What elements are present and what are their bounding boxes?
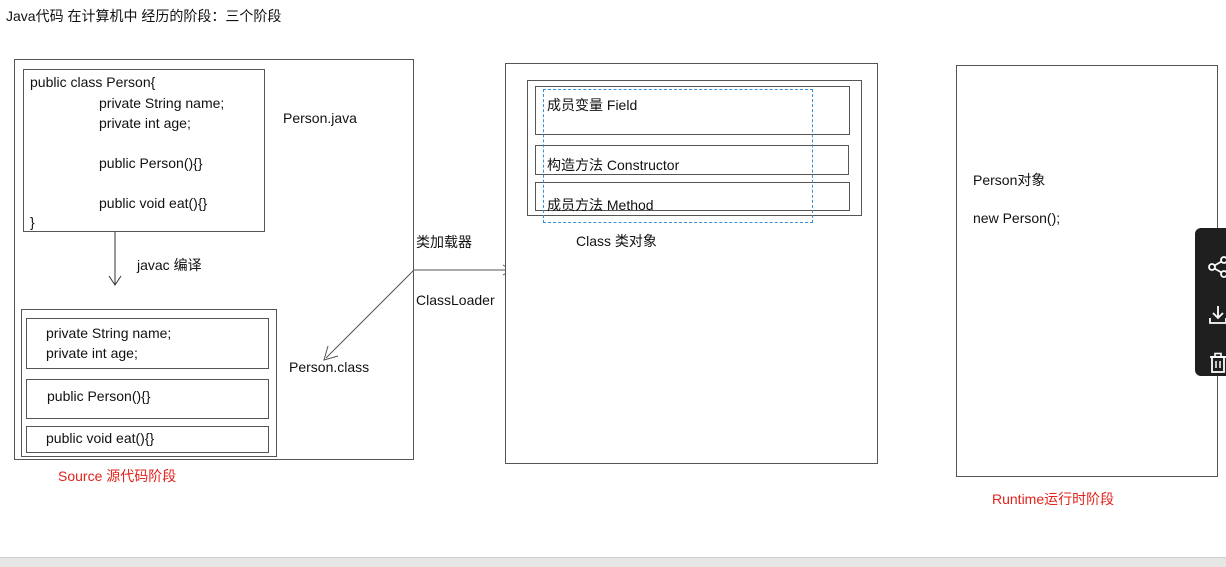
- download-icon: [1209, 306, 1226, 324]
- classloader-arrows: [323, 264, 514, 361]
- trash-icon: [1210, 352, 1226, 373]
- compile-label: javac 编译: [137, 257, 202, 273]
- runtime-stage-frame: [956, 65, 1218, 477]
- floating-toolbar: [1195, 228, 1226, 376]
- field-label: 成员变量 Field: [547, 97, 638, 113]
- share-icon: [1208, 256, 1226, 278]
- code-line: private String name;: [99, 95, 225, 111]
- code-line: }: [30, 214, 35, 230]
- java-file-label: Person.java: [283, 110, 357, 126]
- delete-button[interactable]: [1205, 350, 1226, 376]
- share-button[interactable]: [1205, 254, 1226, 280]
- code-line: public Person(){}: [99, 155, 203, 171]
- classloader-label-en: ClassLoader: [416, 292, 495, 308]
- compile-arrow: [108, 232, 122, 286]
- class-section-text: public Person(){}: [47, 388, 151, 404]
- class-field-section: [26, 318, 269, 369]
- class-section-text: public void eat(){}: [46, 430, 155, 446]
- download-button[interactable]: [1205, 302, 1226, 328]
- page-title: Java代码 在计算机中 经历的阶段：三个阶段: [6, 8, 282, 24]
- runtime-stage-label: Runtime运行时阶段: [992, 491, 1115, 507]
- runtime-object-label: Person对象: [973, 172, 1046, 188]
- selection-rectangle: [543, 89, 813, 223]
- class-method-section: [26, 426, 269, 453]
- runtime-constructor-call: new Person();: [973, 210, 1061, 226]
- source-stage-label: Source 源代码阶段: [58, 468, 177, 484]
- class-constructor-section: [26, 379, 269, 419]
- method-row: [535, 182, 850, 211]
- class-object-caption: Class 类对象: [576, 233, 657, 249]
- field-row: [535, 86, 850, 135]
- constructor-label: 构造方法 Constructor: [547, 157, 680, 173]
- class-section-text: private int age;: [46, 345, 138, 361]
- class-section-text: private String name;: [46, 325, 172, 341]
- method-label: 成员方法 Method: [547, 197, 654, 213]
- code-line: public class Person{: [30, 74, 156, 90]
- code-line: private int age;: [99, 115, 191, 131]
- constructor-row: [535, 145, 849, 175]
- code-line: public void eat(){}: [99, 195, 208, 211]
- horizontal-scrollbar[interactable]: [0, 557, 1226, 567]
- java-source-box: [23, 69, 265, 232]
- classloader-label-cn: 类加载器: [416, 234, 472, 250]
- class-file-label: Person.class: [289, 359, 370, 375]
